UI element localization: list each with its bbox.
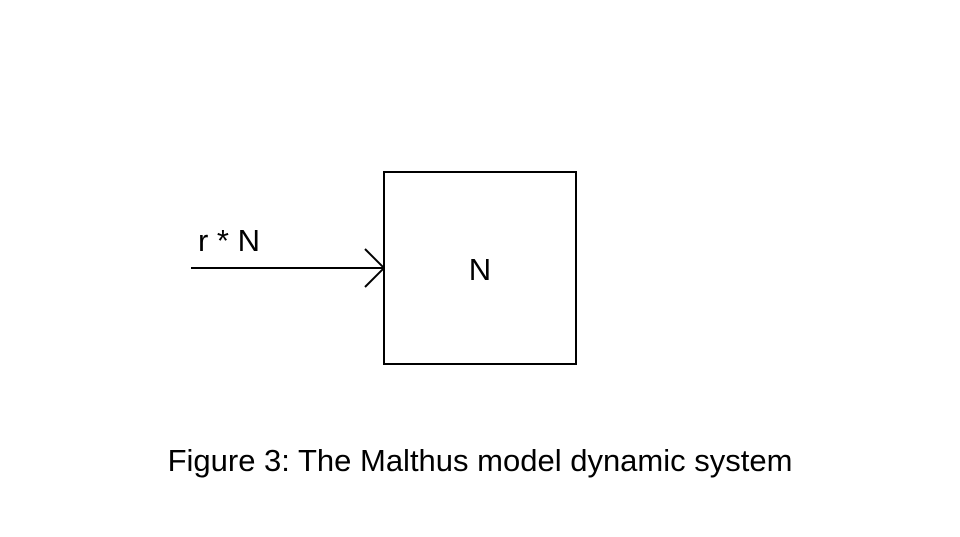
stock-label: N xyxy=(469,252,491,287)
inflow-label: r * N xyxy=(198,223,260,258)
figure-caption: Figure 3: The Malthus model dynamic syst… xyxy=(167,443,793,478)
stock-box xyxy=(383,171,577,365)
